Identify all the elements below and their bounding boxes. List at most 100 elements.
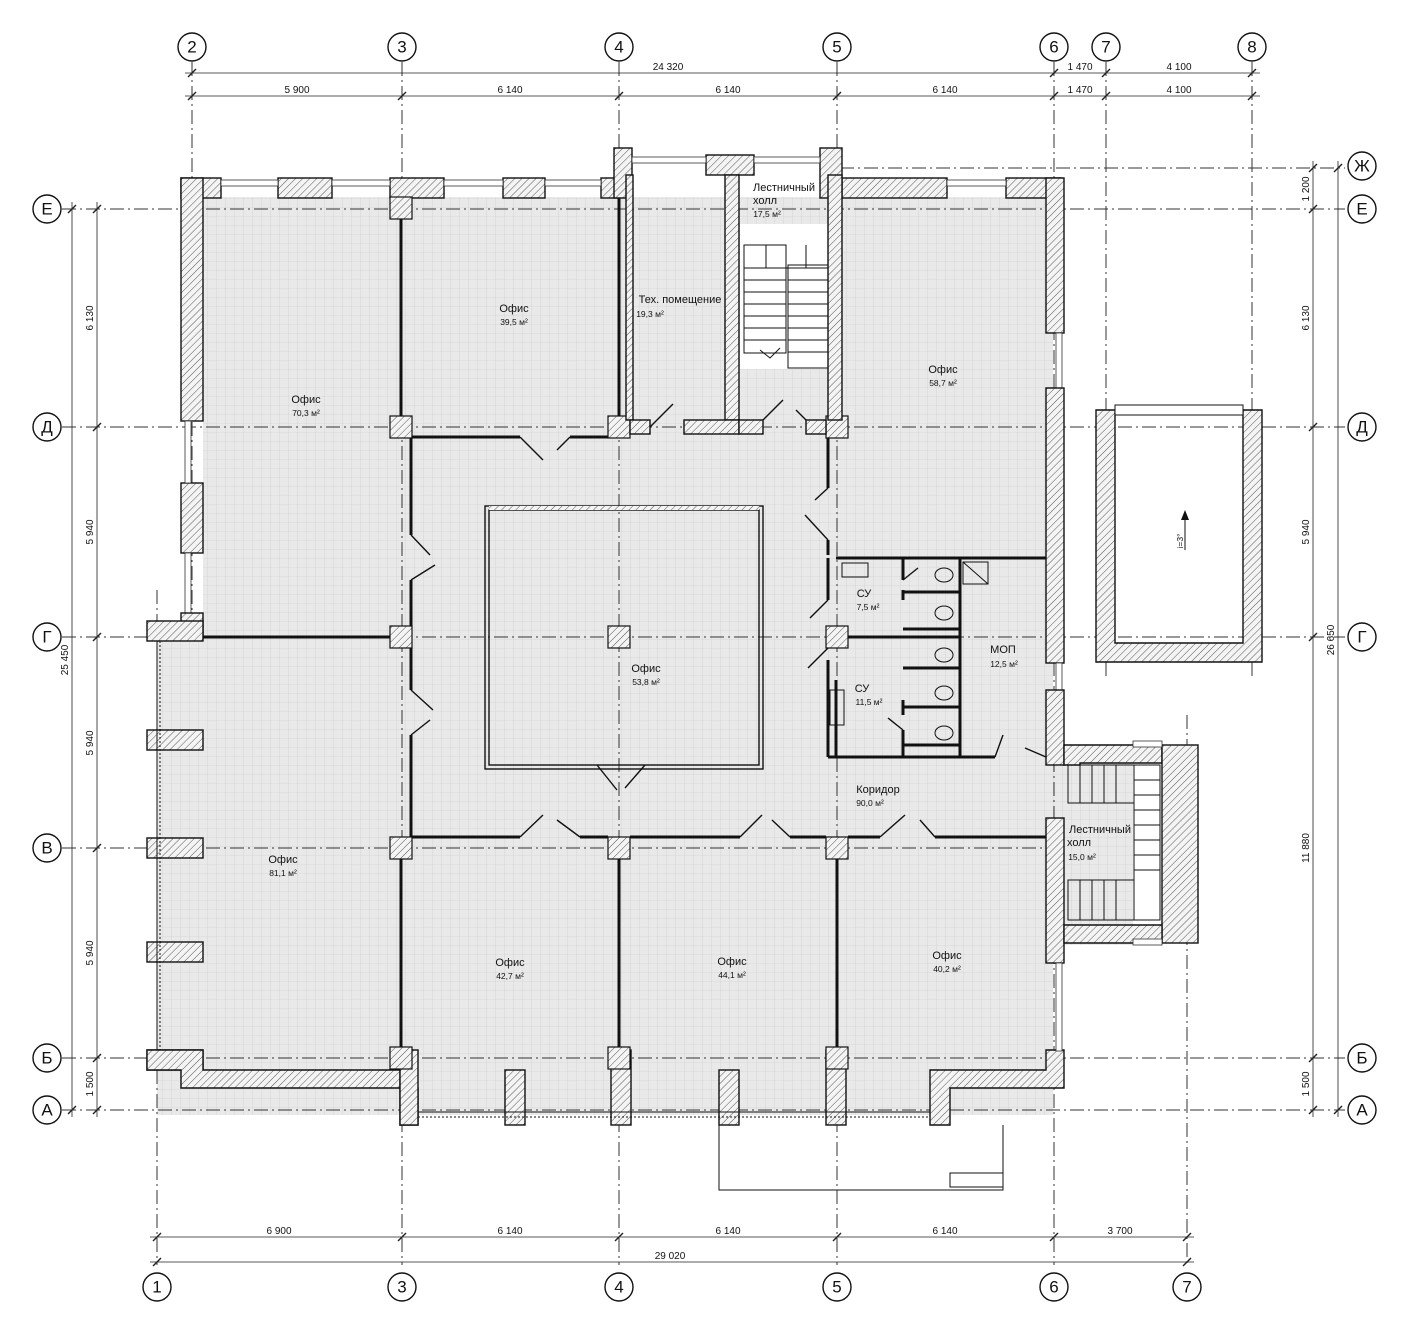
room-office-427: Офис 42,7 м² [495, 957, 525, 981]
svg-text:19,3 м²: 19,3 м² [636, 309, 664, 319]
axis-bubbles: 2 3 4 5 6 7 8 1 3 4 5 6 7 Ж Е Е Д Д Г Г … [32, 32, 1377, 1302]
svg-text:Б: Б [1356, 1049, 1367, 1068]
svg-text:4: 4 [614, 1278, 623, 1297]
slope-label: i=3° [1175, 534, 1185, 549]
svg-text:Д: Д [1356, 418, 1368, 437]
dimension-lines [67, 68, 1343, 1267]
room-labels: Офис 70,3 м² Офис 39,5 м² Тех. помещение… [268, 182, 1131, 981]
room-mop: МОП 12,5 м² [990, 644, 1018, 669]
dim-top-overall-b: 4 100 [1166, 62, 1191, 73]
dim-bottom-chain: 6 140 [497, 1226, 522, 1237]
room-stair-hall-top: Лестничный холл 17,5 м² [753, 182, 815, 219]
svg-text:Лестничный: Лестничный [1069, 824, 1131, 836]
dim-left-chain: 5 940 [85, 730, 96, 755]
axis-bubble-bottom: 6 [1039, 1272, 1069, 1302]
dim-left-chain: 5 940 [85, 519, 96, 544]
axis-bubble-right: Б [1347, 1043, 1377, 1073]
room-office-811: Офис 81,1 м² [268, 854, 298, 878]
svg-text:Тех. помещение: Тех. помещение [639, 294, 722, 306]
stairs-right [1067, 764, 1161, 921]
axis-bubble-top: 2 [177, 32, 207, 62]
axis-bubble-right: Д [1347, 412, 1377, 442]
room-office-538: Офис 53,8 м² [631, 663, 661, 687]
partitions [203, 174, 1046, 1047]
axis-bubble-left: В [32, 833, 62, 863]
svg-text:холл: холл [753, 195, 777, 207]
svg-text:Офис: Офис [499, 303, 529, 315]
svg-text:Офис: Офис [932, 950, 962, 962]
dim-top-overall: 24 320 [653, 62, 684, 73]
svg-text:2: 2 [187, 38, 196, 57]
svg-text:Офис: Офис [268, 854, 298, 866]
dim-right-chain: 6 130 [1301, 305, 1312, 330]
room-office-703: Офис 70,3 м² [291, 394, 321, 418]
svg-text:7: 7 [1101, 38, 1110, 57]
slope-arrow-icon [1181, 510, 1189, 520]
room-stair-hall-right: Лестничный холл 15,0 м² [1067, 824, 1131, 862]
svg-text:Д: Д [41, 418, 53, 437]
dim-bottom-overall: 29 020 [655, 1251, 686, 1262]
dim-bottom-chain: 6 900 [266, 1226, 291, 1237]
room-wc-75: СУ 7,5 м² [857, 588, 880, 612]
sanitary-fixtures [829, 561, 989, 741]
svg-text:7,5 м²: 7,5 м² [857, 602, 880, 612]
dim-top-chain: 5 900 [284, 85, 309, 96]
doors [410, 399, 1047, 838]
svg-text:40,2 м²: 40,2 м² [933, 964, 961, 974]
axis-bubble-bottom: 1 [142, 1272, 172, 1302]
dim-right-chain: 11 880 [1301, 833, 1312, 863]
dim-top-overall-a: 1 470 [1067, 62, 1092, 73]
svg-text:5: 5 [832, 38, 841, 57]
room-office-587: Офис 58,7 м² [928, 364, 958, 388]
svg-text:17,5 м²: 17,5 м² [753, 209, 781, 219]
room-office-441: Офис 44,1 м² [717, 956, 747, 980]
dim-right-chain: 1 500 [1301, 1071, 1312, 1096]
dim-top-chain: 1 470 [1067, 85, 1092, 96]
svg-text:СУ: СУ [857, 588, 873, 600]
svg-text:8: 8 [1247, 38, 1256, 57]
svg-text:1: 1 [152, 1278, 161, 1297]
svg-text:39,5 м²: 39,5 м² [500, 317, 528, 327]
svg-text:А: А [41, 1101, 53, 1120]
svg-text:Е: Е [1356, 200, 1367, 219]
axis-bubble-bottom: 7 [1172, 1272, 1202, 1302]
axis-bubble-right: Г [1347, 622, 1377, 652]
dim-left-chain: 5 940 [85, 940, 96, 965]
svg-text:холл: холл [1067, 837, 1091, 849]
svg-text:МОП: МОП [990, 644, 1016, 656]
axis-bubble-top: 5 [822, 32, 852, 62]
axis-bubble-top: 8 [1237, 32, 1267, 62]
dim-top-chain: 6 140 [715, 85, 740, 96]
svg-text:СУ: СУ [855, 683, 871, 695]
room-office-395: Офис 39,5 м² [499, 303, 529, 327]
axis-bubble-top: 3 [387, 32, 417, 62]
dim-bottom-chain: 3 700 [1107, 1226, 1132, 1237]
dim-right-chain: 1 200 [1301, 176, 1312, 201]
dim-right-chain: 5 940 [1301, 519, 1312, 544]
svg-text:Б: Б [41, 1049, 52, 1068]
room-office-402: Офис 40,2 м² [932, 950, 962, 974]
dim-right-overall: 26 650 [1326, 624, 1337, 655]
svg-text:3: 3 [397, 38, 406, 57]
axis-bubble-bottom: 3 [387, 1272, 417, 1302]
svg-text:70,3 м²: 70,3 м² [292, 408, 320, 418]
svg-text:В: В [41, 839, 52, 858]
dim-top-chain: 6 140 [932, 85, 957, 96]
axis-bubble-right: А [1347, 1095, 1377, 1125]
svg-text:90,0 м²: 90,0 м² [856, 798, 884, 808]
svg-text:5: 5 [832, 1278, 841, 1297]
svg-text:Лестничный: Лестничный [753, 182, 815, 194]
axis-bubble-top: 4 [604, 32, 634, 62]
room-wc-115: СУ 11,5 м² [855, 683, 883, 707]
svg-text:6: 6 [1049, 38, 1058, 57]
svg-text:44,1 м²: 44,1 м² [718, 970, 746, 980]
svg-text:42,7 м²: 42,7 м² [496, 971, 524, 981]
axis-bubble-left: А [32, 1095, 62, 1125]
dim-bottom-chain: 6 140 [715, 1226, 740, 1237]
axis-bubble-left: Г [32, 622, 62, 652]
svg-text:15,0 м²: 15,0 м² [1068, 852, 1096, 862]
entrance-ramp [718, 1125, 1004, 1191]
exterior-walls [146, 147, 1263, 1126]
axis-bubble-right: Е [1347, 194, 1377, 224]
